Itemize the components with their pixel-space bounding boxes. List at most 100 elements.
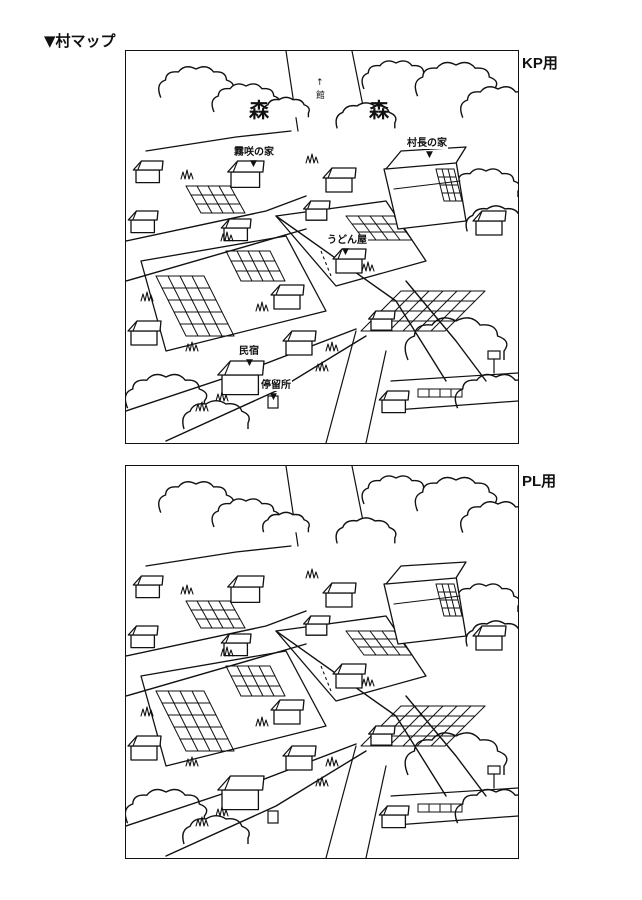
- pl-map-drawing: [126, 466, 518, 858]
- udon-shop-label: うどん屋: [326, 235, 368, 246]
- rice-field-col: [179, 690, 211, 752]
- forest-edge-left: [145, 130, 292, 152]
- minshuku-marker-icon: ▼: [246, 358, 253, 368]
- mansion-road-right: [351, 51, 365, 112]
- house-north-wall: [325, 177, 353, 193]
- forest-cloud: [414, 476, 498, 512]
- rice-field-col: [207, 600, 224, 629]
- udon-house-wall: [335, 258, 363, 274]
- house-north-wall: [325, 592, 353, 608]
- rice-field-col: [258, 665, 275, 697]
- main-road: [126, 610, 307, 657]
- page-title: ▼村マップ: [44, 32, 116, 50]
- rice-field-col: [247, 665, 264, 697]
- bus-stop-shelter: [267, 810, 279, 824]
- rice-field-col: [236, 665, 253, 697]
- grass-tuft: [140, 706, 154, 717]
- udon-house-wall: [335, 673, 363, 689]
- kirisaki-house-roof-edge: [232, 160, 239, 173]
- house-far-east-roof-edge: [477, 210, 483, 222]
- tree-cluster: [404, 317, 508, 361]
- house-southwest-wall: [130, 745, 158, 761]
- house-west-wall: [130, 634, 156, 649]
- house-east-wall: [370, 733, 393, 746]
- kirisaki-house-roof: [227, 575, 265, 588]
- rice-field-col: [155, 275, 187, 337]
- bus-stop-label: 停留所: [260, 380, 292, 391]
- minshuku-house-roof-edge: [224, 360, 231, 376]
- house-far-east-roof-edge: [477, 625, 483, 637]
- forest-cloud: [262, 511, 310, 533]
- house-southwest-roof-edge: [132, 320, 138, 332]
- grass-tuft: [325, 341, 339, 352]
- grass-tuft: [185, 756, 199, 767]
- house-southeast-roof-edge: [383, 390, 388, 401]
- tree-cluster: [404, 732, 508, 776]
- house-far-east-wall: [475, 220, 503, 236]
- rice-field-col: [155, 690, 187, 752]
- mansion-road-left: [285, 466, 299, 547]
- forest-cloud: [211, 498, 281, 528]
- house-south-wall: [285, 755, 313, 771]
- kp-map-drawing: [126, 51, 518, 443]
- rice-field-col: [258, 250, 275, 282]
- house-north-roof: [322, 167, 357, 179]
- house-north-roof: [322, 582, 357, 594]
- rice-field-col: [203, 275, 235, 337]
- rice-field-col: [357, 215, 377, 241]
- grass-tuft: [220, 231, 234, 242]
- rice-field-col: [218, 600, 235, 629]
- minshuku-house-wall: [221, 789, 260, 811]
- south-road: [165, 335, 367, 442]
- forest-cloud: [158, 66, 234, 98]
- tree-cluster: [451, 583, 518, 613]
- rice-field-col: [196, 600, 213, 629]
- house-north-roof-edge: [327, 582, 333, 594]
- house-south-roof-edge: [287, 745, 293, 757]
- grass-tuft: [361, 676, 375, 687]
- house-field-roof: [270, 284, 305, 296]
- udon-house-roof: [332, 663, 367, 675]
- sonchou-marker-icon: ▼: [426, 150, 433, 160]
- grass-tuft: [325, 756, 339, 767]
- rice-field-col: [185, 600, 202, 629]
- house-field-roof-edge: [275, 699, 281, 711]
- minshuku-label: 民宿: [238, 346, 260, 357]
- house-west-wall: [130, 219, 156, 234]
- rice-field-col: [229, 185, 246, 214]
- house-west-roof-edge: [132, 210, 137, 221]
- rice-field-col: [225, 665, 242, 697]
- chief-house-body: [383, 575, 467, 645]
- forest-cloud: [460, 501, 518, 533]
- bus-road: [365, 765, 387, 858]
- kirisaki-house-wall: [230, 171, 261, 189]
- house-field-wall: [273, 709, 301, 725]
- tree-cluster: [451, 168, 518, 198]
- kirisaki-house-wall: [230, 586, 261, 604]
- udon-house-roof-edge: [337, 248, 343, 260]
- mansion-arrow-icon: ↑: [316, 78, 324, 88]
- tree-cluster: [126, 788, 208, 824]
- mansion-road-left: [285, 51, 299, 132]
- udon-marker-icon: ▼: [342, 247, 349, 257]
- forest-cloud: [335, 102, 397, 129]
- house-southeast-wall: [381, 814, 407, 829]
- kirisaki-house-label: 霧咲の家: [233, 147, 275, 158]
- udon-plot: [275, 200, 427, 287]
- tree-cluster: [454, 788, 518, 824]
- dashed-path: [320, 665, 332, 692]
- udon-plot: [275, 615, 427, 702]
- minshuku-house-roof-edge: [224, 775, 231, 791]
- forest-left-label: 森: [249, 98, 269, 122]
- pl-village-map: [125, 465, 519, 859]
- rice-field-col: [207, 185, 224, 214]
- grass-tuft: [315, 361, 329, 372]
- bus-stop-shelter: [267, 395, 279, 409]
- rice-field-col: [196, 185, 213, 214]
- rice-field-col: [185, 185, 202, 214]
- mansion-road-right: [351, 466, 365, 527]
- forest-edge-left: [145, 545, 292, 567]
- house-far-east-wall: [475, 635, 503, 651]
- house-field-roof-edge: [275, 284, 281, 296]
- minshuku-house-roof: [217, 775, 265, 791]
